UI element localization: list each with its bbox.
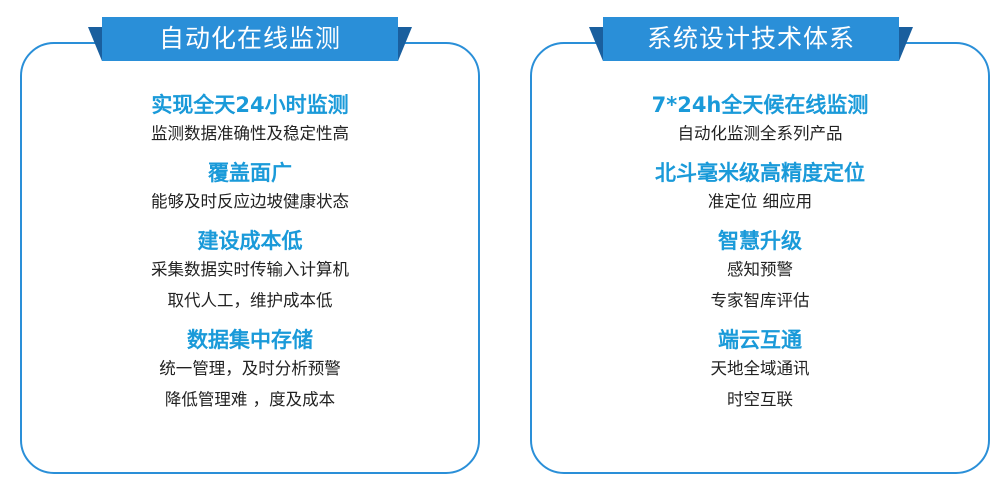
section-text: 感知预警 xyxy=(727,260,793,279)
section-text: 统一管理，及时分析预警 xyxy=(159,359,341,378)
right-panel-title: 系统设计技术体系 xyxy=(646,24,855,53)
right-panel-card xyxy=(530,42,990,474)
section-title: 北斗毫米级高精度定位 xyxy=(655,161,865,185)
section-title: 覆盖面广 xyxy=(208,161,292,185)
section-text: 能够及时反应边坡健康状态 xyxy=(151,192,349,211)
section-text: 监测数据准确性及稳定性高 xyxy=(151,124,349,143)
feature-section: 覆盖面广 能够及时反应边坡健康状态 xyxy=(20,158,480,216)
left-panel-card xyxy=(20,42,480,474)
section-title: 实现全天24小时监测 xyxy=(151,93,349,117)
feature-section: 实现全天24小时监测 监测数据准确性及稳定性高 xyxy=(20,90,480,148)
section-title: 数据集中存储 xyxy=(187,328,313,352)
left-panel-title: 自动化在线监测 xyxy=(158,24,341,53)
section-title: 7*24h全天候在线监测 xyxy=(651,93,869,117)
section-text: 采集数据实时传输入计算机 xyxy=(151,260,349,279)
section-text: 降低管理难 ，度及成本 xyxy=(164,390,336,409)
section-text: 准定位 细应用 xyxy=(707,192,813,211)
right-title-ribbon: 系统设计技术体系 xyxy=(589,17,913,61)
section-title: 建设成本低 xyxy=(197,229,303,253)
section-title: 端云互通 xyxy=(718,328,802,352)
section-text: 自动化监测全系列产品 xyxy=(677,124,843,143)
section-text: 天地全域通讯 xyxy=(710,359,810,378)
section-title: 智慧升级 xyxy=(718,229,802,253)
section-text: 取代人工，维护成本低 xyxy=(167,291,333,310)
left-title-ribbon: 自动化在线监测 xyxy=(88,17,412,61)
feature-section: 智慧升级 感知预警 专家智库评估 xyxy=(530,226,990,315)
feature-section: 7*24h全天候在线监测 自动化监测全系列产品 xyxy=(530,90,990,148)
left-panel-content: 实现全天24小时监测 监测数据准确性及稳定性高 覆盖面广 能够及时反应边坡健康状… xyxy=(20,90,480,424)
feature-section: 端云互通 天地全域通讯 时空互联 xyxy=(530,325,990,414)
feature-section: 建设成本低 采集数据实时传输入计算机 取代人工，维护成本低 xyxy=(20,226,480,315)
section-text: 专家智库评估 xyxy=(710,291,810,310)
feature-section: 数据集中存储 统一管理，及时分析预警 降低管理难 ，度及成本 xyxy=(20,325,480,414)
feature-section: 北斗毫米级高精度定位 准定位 细应用 xyxy=(530,158,990,216)
section-text: 时空互联 xyxy=(727,390,793,409)
right-panel-content: 7*24h全天候在线监测 自动化监测全系列产品 北斗毫米级高精度定位 准定位 细… xyxy=(530,90,990,424)
